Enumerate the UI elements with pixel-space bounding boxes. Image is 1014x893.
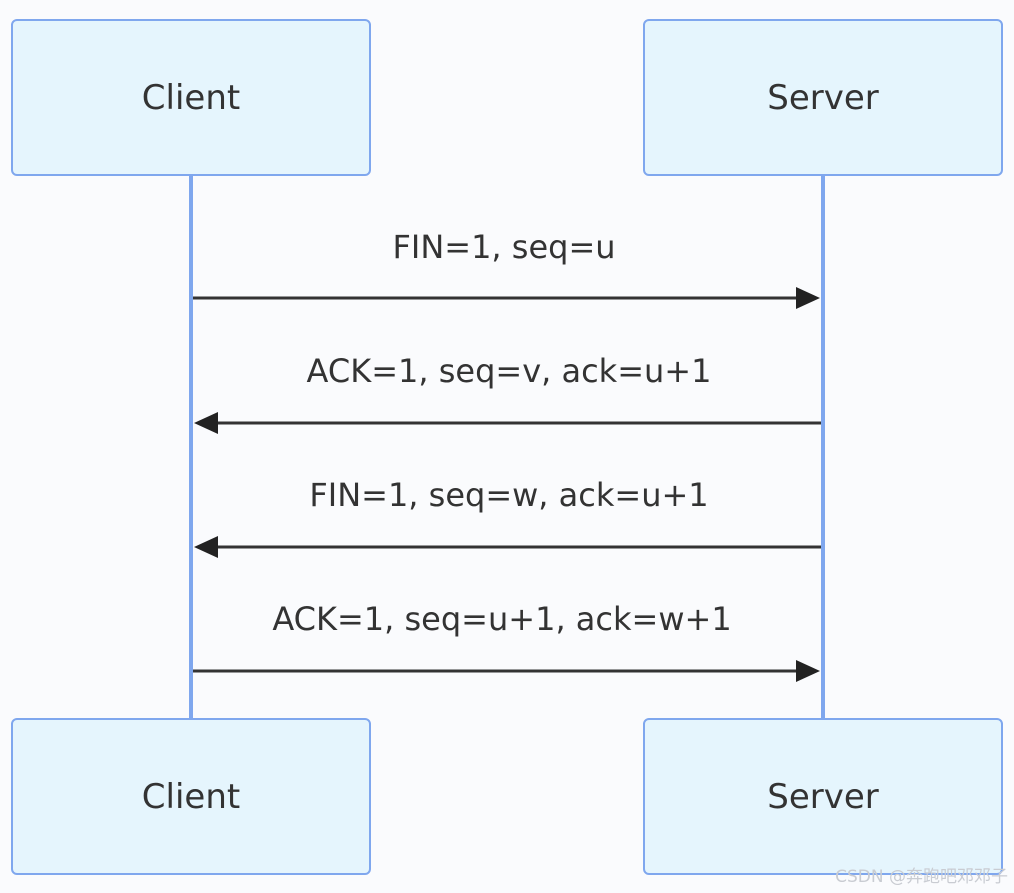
message-2: ACK=1, seq=v, ack=u+1 [194,352,821,434]
message-1-label: FIN=1, seq=u [392,228,615,266]
server-actor-bottom: Server [643,718,1003,875]
message-3-arrowhead [194,536,218,558]
message-1-arrowhead [796,287,820,309]
watermark: CSDN @奔跑吧邓邓子 [835,867,1008,887]
server-actor-top-label: Server [767,78,879,118]
message-2-label: ACK=1, seq=v, ack=u+1 [307,352,712,390]
server-actor-top: Server [643,19,1003,176]
client-actor-top-label: Client [142,78,240,118]
message-2-arrowhead [194,412,218,434]
server-actor-bottom-label: Server [767,777,879,817]
message-4-arrowhead [796,660,820,682]
client-actor-top: Client [11,19,371,176]
client-actor-bottom-label: Client [142,777,240,817]
message-4: ACK=1, seq=u+1, ack=w+1 [193,600,820,682]
message-4-label: ACK=1, seq=u+1, ack=w+1 [272,600,731,638]
client-actor-bottom: Client [11,718,371,875]
message-3: FIN=1, seq=w, ack=u+1 [194,476,821,558]
message-1: FIN=1, seq=u [193,228,820,309]
message-3-label: FIN=1, seq=w, ack=u+1 [309,476,708,514]
